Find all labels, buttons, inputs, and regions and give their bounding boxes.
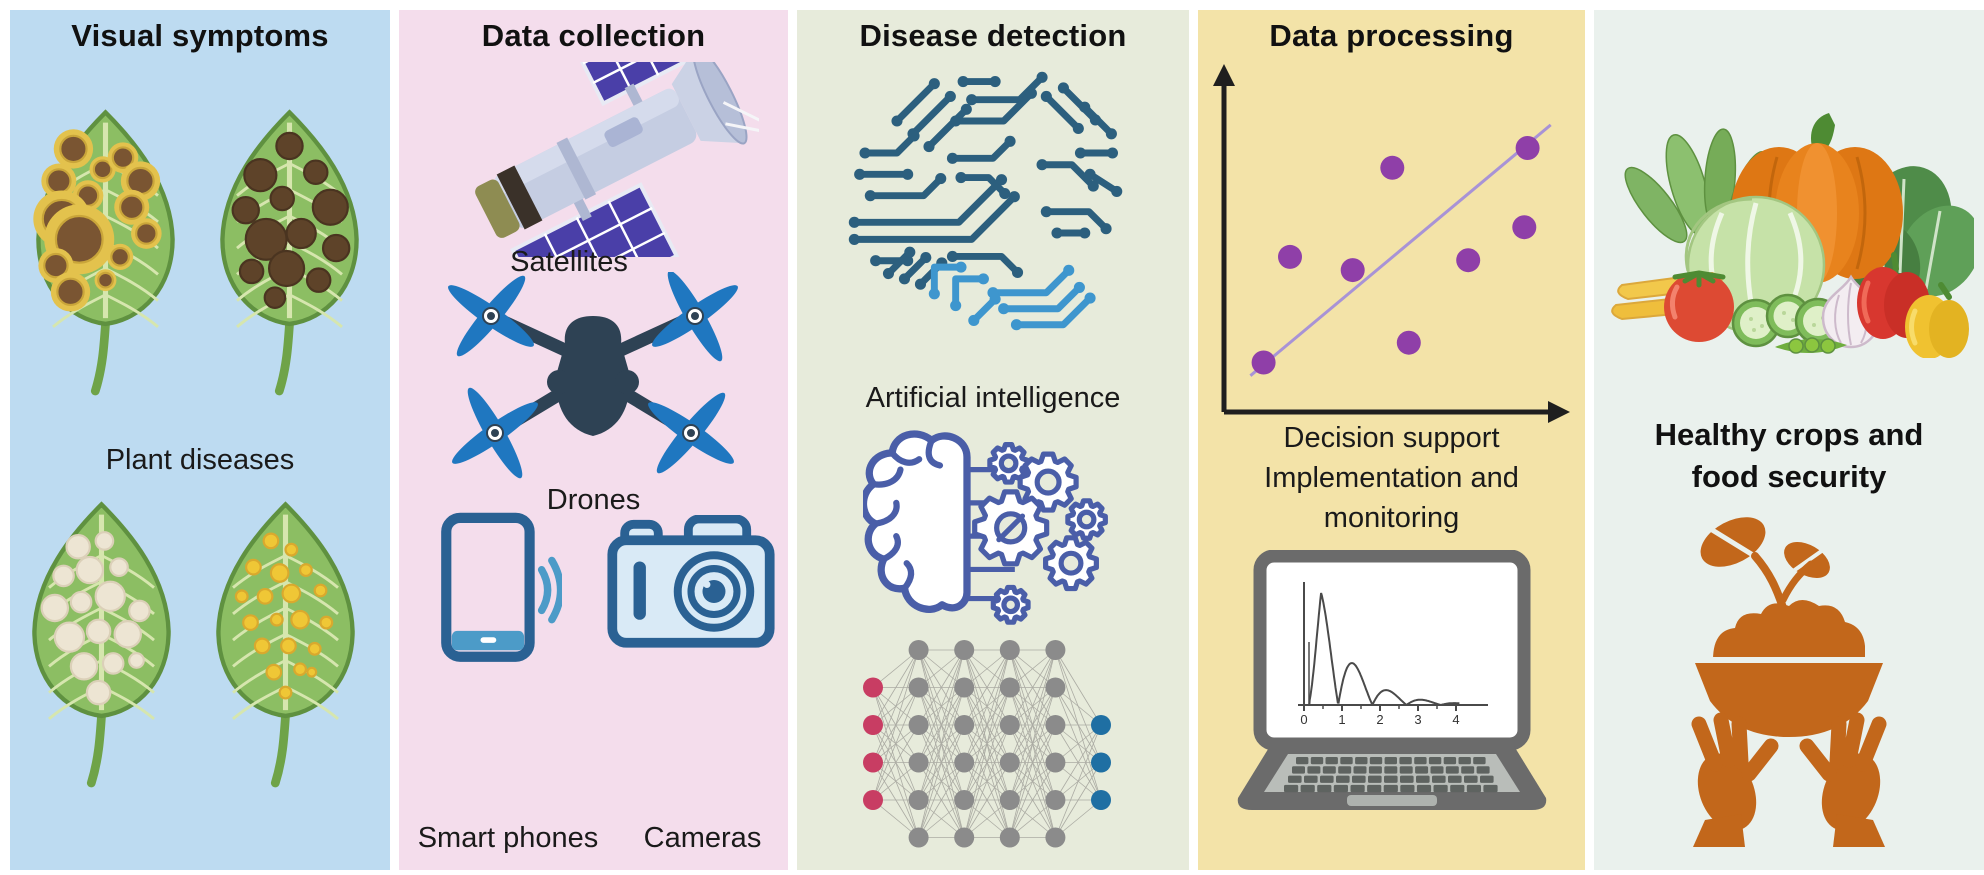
svg-text:3: 3 [1414,712,1421,727]
panel-healthy-crops: Healthy crops and food security [1594,10,1984,870]
food-bowl-hands-icon [1691,517,1887,847]
svg-text:0: 0 [1300,712,1307,727]
neural-network-icon [863,640,1111,848]
satellites-label: Satellites [510,246,628,278]
diseased-leaf-icon [220,109,359,396]
artificial-intelligence-label: Artificial intelligence [865,382,1121,414]
satellite-icon [475,62,759,257]
tomato [1664,270,1734,342]
panel-title: Data collection [481,18,706,53]
plant-diseases-label: Plant diseases [105,444,295,476]
diseased-leaf-icon [32,501,171,788]
diseased-leaf-icon [33,109,175,396]
circuit-brain-icon [848,71,1123,331]
camera-icon [607,515,775,648]
panel-title: Data processing [1269,18,1514,53]
caption-line-2: Implementation and [1264,462,1519,494]
panel-title: Visual symptoms [71,18,329,53]
outcome-heading-line-1: Healthy crops and [1654,417,1924,452]
right-hand [1799,712,1887,847]
smartphones-label: Smart phones [417,822,599,854]
panel-visual-symptoms: Visual symptoms Plant diseases [10,10,390,870]
brain-gears-icon [863,430,1108,625]
svg-text:2: 2 [1376,712,1383,727]
yellow-pepper [1905,282,1969,358]
scatter-plot [1213,64,1570,423]
cameras-label: Cameras [643,822,762,854]
pea-pod [1775,337,1847,354]
panel-data-processing: Data processing Decision support Impleme… [1198,10,1585,870]
diseased-leaf-icon [216,501,355,788]
smartphone-icon [441,512,562,662]
outcome-heading-line-2: food security [1691,459,1887,494]
panel-title: Disease detection [859,18,1127,53]
vegetables-icon [1611,113,1974,358]
svg-text:1: 1 [1338,712,1345,727]
laptop-icon: 0 1 2 3 4 [1237,550,1547,810]
panel-disease-detection: Disease detection Artificial intelligenc… [797,10,1189,870]
drone-icon [448,272,738,479]
panel-data-collection: Data collection [399,10,788,870]
drones-label: Drones [546,484,641,516]
caption-line-1: Decision support [1283,422,1500,454]
caption-line-3: monitoring [1323,502,1460,534]
svg-text:4: 4 [1452,712,1459,727]
left-hand [1691,712,1779,847]
